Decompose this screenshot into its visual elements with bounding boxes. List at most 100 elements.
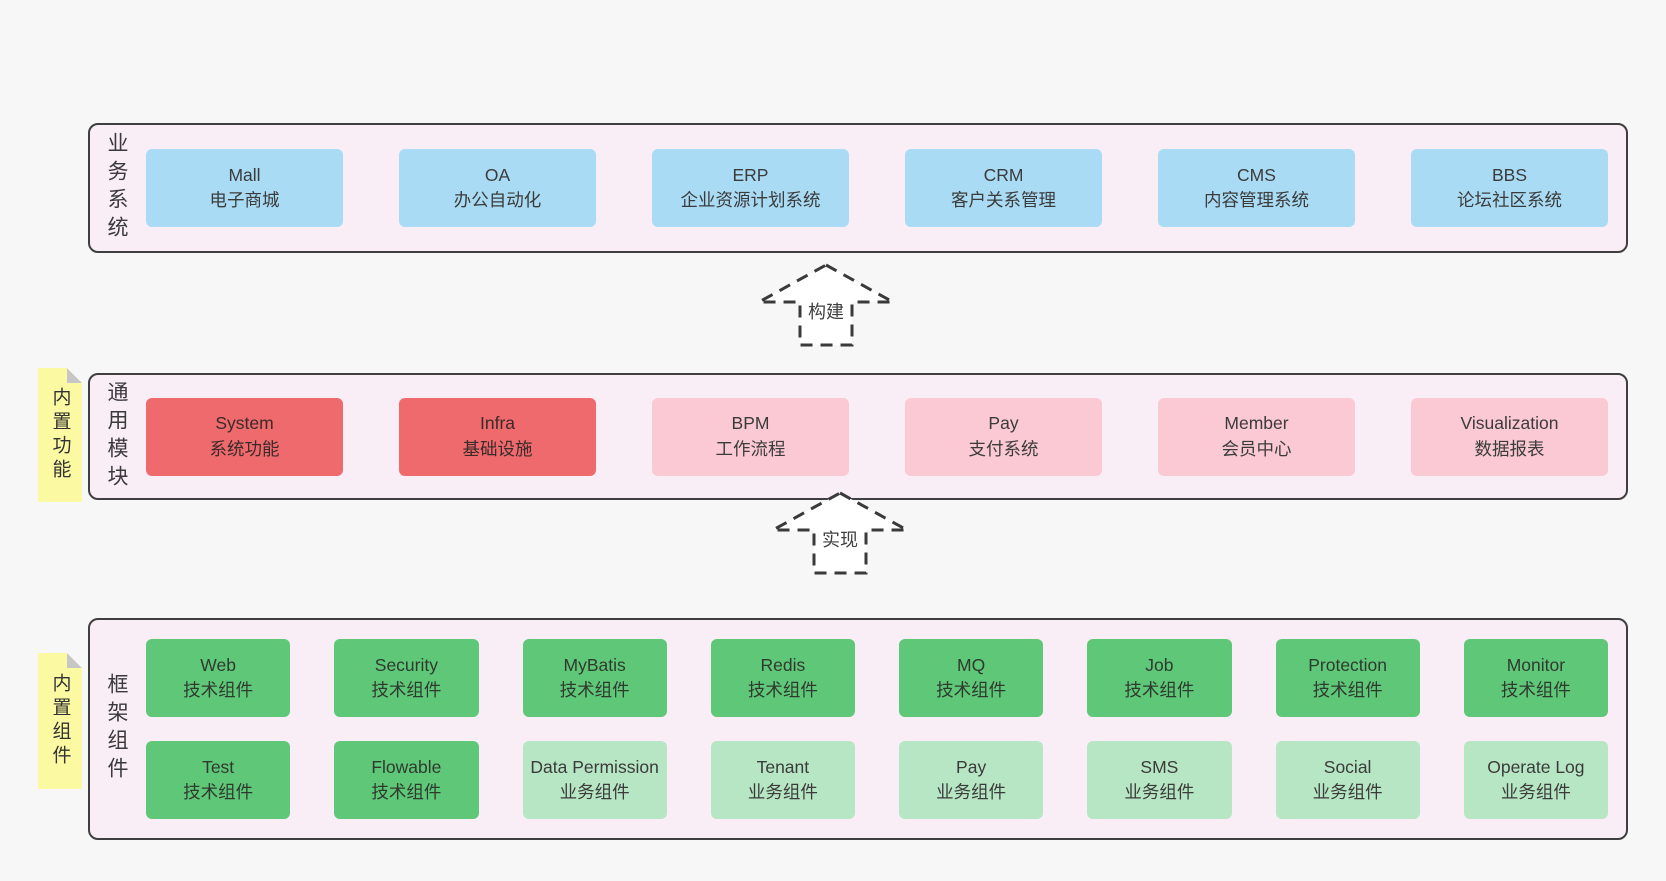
box-operate-log: Operate Log 业务组件 xyxy=(1463,741,1608,819)
box-member: Member 会员中心 xyxy=(1158,397,1355,476)
box-mq: MQ 技术组件 xyxy=(899,639,1044,717)
section-business-content: Mall 电子商城 OA 办公自动化 ERP 企业资源计划系统 CRM 客户关系… xyxy=(142,125,1626,251)
section-common-modules: 通用模块 System 系统功能 Infra 基础设施 BPM 工作流程 Pay… xyxy=(88,373,1628,500)
box-subtitle: 技术组件 xyxy=(1312,680,1383,700)
box-visualization: Visualization 数据报表 xyxy=(1411,397,1608,476)
box-mall: Mall 电子商城 xyxy=(146,149,343,227)
box-subtitle: 技术组件 xyxy=(183,782,254,802)
sticky-fold-icon xyxy=(67,653,82,668)
box-title: Data Permission xyxy=(530,756,659,777)
box-title: Pay xyxy=(988,413,1019,434)
section-label-business: 业务系统 xyxy=(105,132,128,244)
box-subtitle: 业务组件 xyxy=(936,782,1007,802)
box-title: MyBatis xyxy=(563,654,626,675)
box-title: MQ xyxy=(957,654,986,675)
box-subtitle: 技术组件 xyxy=(371,680,442,700)
box-title: Operate Log xyxy=(1487,756,1585,777)
dashed-up-arrow-icon xyxy=(772,491,908,575)
box-subtitle: 业务组件 xyxy=(1500,782,1571,802)
box-title: Social xyxy=(1323,756,1372,777)
box-title: Monitor xyxy=(1506,654,1566,675)
box-subtitle: 会员中心 xyxy=(1221,438,1292,459)
box-oa: OA 办公自动化 xyxy=(399,149,596,227)
box-infra: Infra 基础设施 xyxy=(399,397,596,476)
section-business-systems: 业务系统 Mall 电子商城 OA 办公自动化 ERP 企业资源计划系统 CRM… xyxy=(88,123,1628,253)
implement-arrow-label: 实现 xyxy=(822,530,858,550)
box-subtitle: 业务组件 xyxy=(1312,782,1383,802)
box-security: Security 技术组件 xyxy=(334,639,479,717)
box-data-permission: Data Permission 业务组件 xyxy=(522,741,667,819)
box-subtitle: 技术组件 xyxy=(371,782,442,802)
sticky-note-builtin-features: 内置功能 xyxy=(38,368,82,502)
section-label-components: 框架组件 xyxy=(105,673,128,785)
box-title: Visualization xyxy=(1460,413,1559,434)
box-protection: Protection 技术组件 xyxy=(1275,639,1420,717)
box-subtitle: 电子商城 xyxy=(209,190,280,210)
box-subtitle: 支付系统 xyxy=(968,438,1039,459)
box-erp: ERP 企业资源计划系统 xyxy=(652,149,849,227)
box-title: Tenant xyxy=(756,756,810,777)
box-title: BPM xyxy=(731,413,770,434)
box-title: Flowable xyxy=(371,756,442,777)
implement-arrow: 实现 xyxy=(770,490,910,576)
section-label-modules: 通用模块 xyxy=(105,380,128,493)
box-title: Security xyxy=(374,654,438,675)
box-title: Member xyxy=(1224,413,1289,434)
box-title: Test xyxy=(202,756,235,777)
box-subtitle: 基础设施 xyxy=(462,438,533,459)
build-arrow: 构建 xyxy=(756,262,896,348)
box-subtitle: 技术组件 xyxy=(1500,680,1571,700)
box-cms: CMS 内容管理系统 xyxy=(1158,149,1355,227)
sticky-note-label: 内置组件 xyxy=(49,673,71,769)
sticky-note-label: 内置功能 xyxy=(49,387,71,483)
box-tenant: Tenant 业务组件 xyxy=(710,741,855,819)
box-title: CRM xyxy=(983,164,1024,185)
box-title: System xyxy=(215,413,274,434)
box-title: Redis xyxy=(760,654,806,675)
box-title: Pay xyxy=(956,756,987,777)
box-subtitle: 业务组件 xyxy=(1124,782,1195,802)
box-flowable: Flowable 技术组件 xyxy=(334,741,479,819)
box-social: Social 业务组件 xyxy=(1275,741,1420,819)
box-title: Job xyxy=(1145,654,1174,675)
section-components-content: Web 技术组件 Security 技术组件 MyBatis 技术组件 Redi… xyxy=(142,620,1626,838)
box-subtitle: 业务组件 xyxy=(747,782,818,802)
sticky-note-builtin-components: 内置组件 xyxy=(38,653,82,789)
sticky-fold-icon xyxy=(67,368,82,383)
box-bbs: BBS 论坛社区系统 xyxy=(1411,149,1608,227)
box-subtitle: 内容管理系统 xyxy=(1204,190,1309,210)
box-subtitle: 技术组件 xyxy=(1124,680,1195,700)
box-monitor: Monitor 技术组件 xyxy=(1463,639,1608,717)
box-redis: Redis 技术组件 xyxy=(710,639,855,717)
box-title: ERP xyxy=(732,164,769,185)
box-test: Test 技术组件 xyxy=(146,741,291,819)
box-pay-biz: Pay 业务组件 xyxy=(899,741,1044,819)
box-subtitle: 技术组件 xyxy=(183,680,254,700)
box-title: OA xyxy=(484,164,511,185)
box-bpm: BPM 工作流程 xyxy=(652,397,849,476)
box-subtitle: 技术组件 xyxy=(559,680,630,700)
box-pay: Pay 支付系统 xyxy=(905,397,1102,476)
box-subtitle: 业务组件 xyxy=(559,782,630,802)
box-web: Web 技术组件 xyxy=(146,639,291,717)
box-subtitle: 工作流程 xyxy=(715,438,786,459)
box-subtitle: 数据报表 xyxy=(1474,438,1545,459)
box-subtitle: 系统功能 xyxy=(209,438,280,459)
box-title: SMS xyxy=(1140,756,1179,777)
box-title: BBS xyxy=(1491,164,1528,185)
box-mybatis: MyBatis 技术组件 xyxy=(522,639,667,717)
box-subtitle: 技术组件 xyxy=(936,680,1007,700)
section-framework-components: 框架组件 Web 技术组件 Security 技术组件 MyBatis 技术组件… xyxy=(88,618,1628,840)
box-subtitle: 企业资源计划系统 xyxy=(680,190,821,210)
box-system: System 系统功能 xyxy=(146,397,343,476)
dashed-up-arrow-icon xyxy=(758,263,894,347)
box-job: Job 技术组件 xyxy=(1087,639,1232,717)
box-sms: SMS 业务组件 xyxy=(1087,741,1232,819)
box-title: CMS xyxy=(1237,164,1276,185)
box-title: Mall xyxy=(228,164,261,185)
box-subtitle: 技术组件 xyxy=(747,680,818,700)
box-subtitle: 客户关系管理 xyxy=(951,190,1056,210)
section-modules-content: System 系统功能 Infra 基础设施 BPM 工作流程 Pay 支付系统… xyxy=(142,375,1626,498)
box-title: Infra xyxy=(479,413,516,434)
